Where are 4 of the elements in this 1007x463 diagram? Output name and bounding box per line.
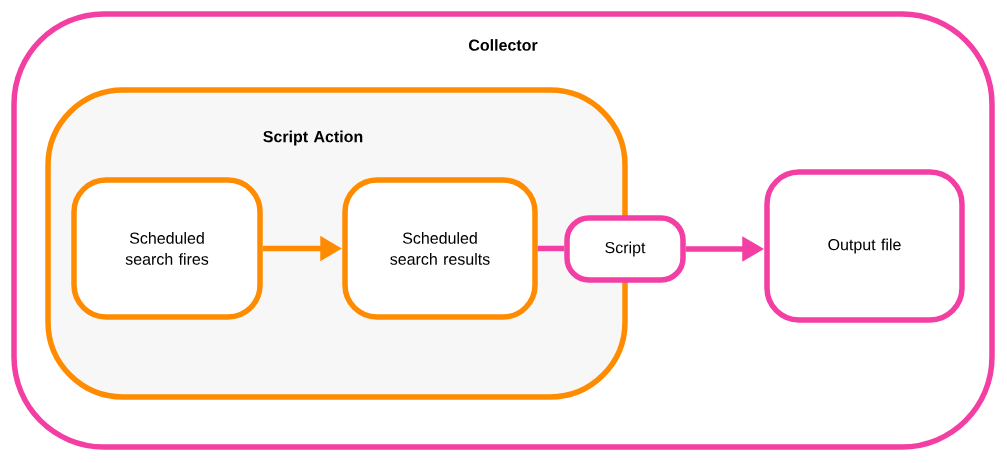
process-box: Scheduled search fires [71,177,263,320]
process-box: Output file [764,169,965,323]
process-box: Script [564,215,686,283]
process-box: Scheduled search results [342,177,538,320]
